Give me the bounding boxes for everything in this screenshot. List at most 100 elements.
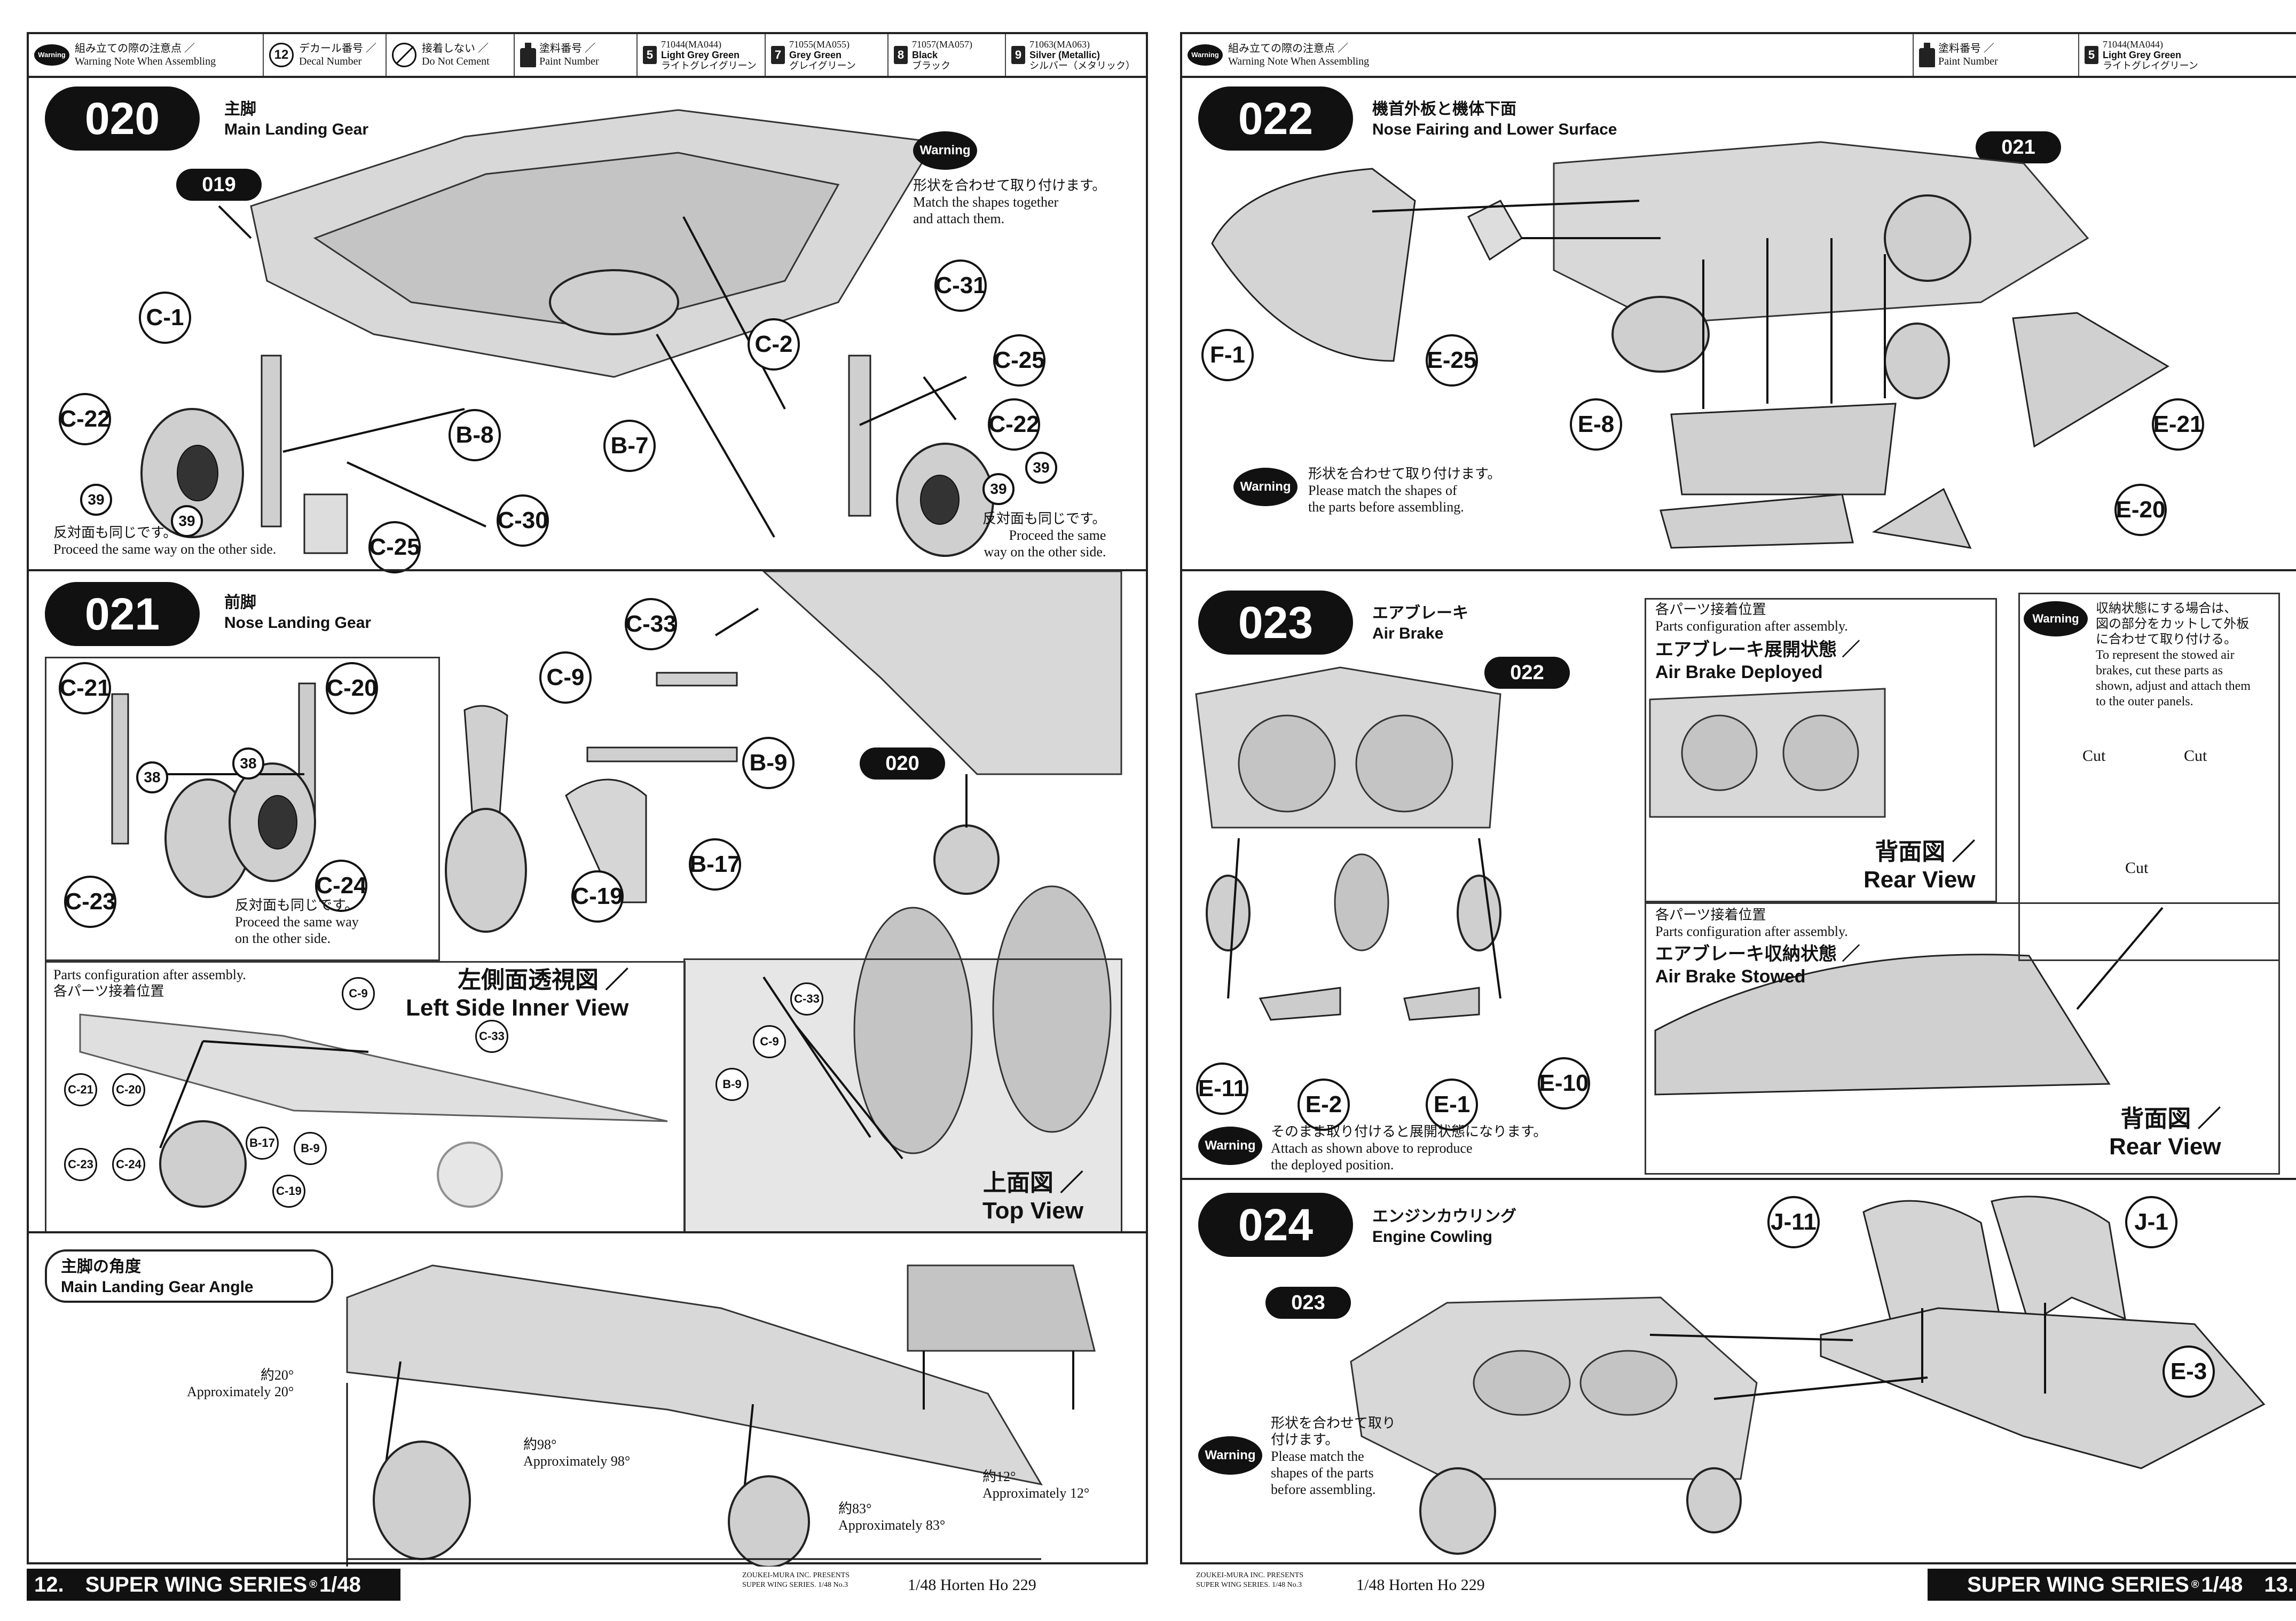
- angle-20: 約20°Approximately 20°: [187, 1367, 294, 1399]
- footer-model: 1/48 Horten Ho 229: [908, 1576, 1036, 1594]
- paint-bottle-icon: [1919, 43, 1935, 67]
- part-e-25: E-25: [1426, 334, 1478, 387]
- right-page: Warning 組み立ての際の注意点 ／Warning Note When As…: [1180, 0, 2296, 1621]
- warning-icon: Warning: [34, 44, 69, 66]
- footer-series-bar: 12. SUPER WING SERIES®1/48: [27, 1569, 400, 1601]
- part-c-1: C-1: [139, 292, 191, 344]
- legend-no-cement: 接着しない ／Do Not Cement: [387, 34, 515, 76]
- decal-39: 39: [80, 484, 112, 516]
- decal-39: 39: [1025, 452, 1057, 484]
- part-c-33: C-33: [625, 598, 677, 650]
- footer-series-bar: SUPER WING SERIES®1/48 13.: [1928, 1569, 2296, 1601]
- part-b-9: B-9: [742, 737, 795, 789]
- legend-paint-9: 9 71063(MA063)Silver (Metallic)シルバー（メタリッ…: [1006, 34, 1146, 76]
- config-note: Parts configuration after assembly.各パーツ接…: [53, 967, 246, 999]
- legend-warning: Warning 組み立ての際の注意点 ／Warning Note When As…: [29, 34, 264, 76]
- legend-warning: Warning 組み立ての際の注意点 ／Warning Note When As…: [1182, 34, 1914, 76]
- other-side-note: 反対面も同じです。 Proceed the same way on the ot…: [235, 898, 359, 946]
- nose-fairing-illustration: [1211, 141, 2169, 549]
- stowed-label: エアブレーキ収納状態 ／Air Brake Stowed: [1655, 944, 1860, 987]
- warning-icon: Warning: [1188, 44, 1223, 66]
- part-c-9: C-9: [539, 651, 592, 704]
- legend-decal: 12 デカール番号 ／Decal Number: [264, 34, 387, 76]
- gear-angle-section: 主脚の角度 Main Landing Gear Angle 約20°Approx…: [27, 1231, 1148, 1567]
- part-c-31: C-31: [934, 259, 987, 312]
- rear-view-label: 背面図 ／Rear View: [2109, 1106, 2221, 1160]
- ref-step-019: 019: [176, 169, 262, 201]
- part-c-20: C-20: [326, 662, 378, 714]
- legend-bar: Warning 組み立ての際の注意点 ／Warning Note When As…: [1180, 32, 2296, 78]
- part-c-24: C-24: [112, 1148, 145, 1181]
- footer: 12. SUPER WING SERIES®1/48 ZOUKEI-MURA I…: [27, 1569, 1148, 1601]
- warning-icon: Warning: [913, 131, 977, 170]
- part-c-19: C-19: [272, 1175, 305, 1208]
- cut-label: Cut: [2082, 747, 2106, 765]
- part-c-24: C-24: [315, 860, 367, 912]
- part-c-9: C-9: [753, 1025, 786, 1058]
- cut-label: Cut: [2184, 747, 2207, 765]
- air-brake-illustration: [1195, 666, 2164, 1096]
- warning-icon: Warning: [2024, 601, 2088, 636]
- decal-38: 38: [232, 747, 264, 780]
- part-b-17: B-17: [246, 1127, 279, 1160]
- part-c-22: C-22: [59, 393, 111, 445]
- warning-note: 形状を合わせて取り付けます。 Match the shapes together…: [913, 178, 1106, 226]
- wheel-subassembly-box: [45, 657, 440, 961]
- part-c-19: C-19: [571, 870, 624, 923]
- engine-cowling-illustration: [1350, 1195, 2266, 1555]
- angle-83: 約83°Approximately 83°: [838, 1501, 946, 1533]
- decal-number-icon: 12: [269, 43, 294, 67]
- stow-note: 収納状態にする場合は、 図の部分をカットして外板 に合わせて取り付ける。 To …: [2096, 602, 2251, 709]
- legend-paint: 塗料番号 ／Paint Number: [1914, 34, 2079, 76]
- legend-bar: Warning 組み立ての際の注意点 ／Warning Note When As…: [27, 32, 1148, 78]
- part-e-10: E-10: [1538, 1057, 1590, 1109]
- stowed-box: [1645, 902, 2280, 1175]
- part-b-8: B-8: [449, 409, 501, 461]
- part-c-23: C-23: [64, 876, 116, 928]
- paint-bottle-icon: [520, 43, 536, 67]
- part-c-33: C-33: [790, 982, 823, 1016]
- part-b-9: B-9: [294, 1132, 327, 1165]
- inner-view-label: 左側面透視図 ／Left Side Inner View: [406, 967, 629, 1021]
- deploy-note: そのまま取り付けると展開状態になります。 Attach as shown abo…: [1271, 1124, 1547, 1173]
- part-c-22-right: C-22: [988, 398, 1040, 451]
- part-b-17: B-17: [689, 838, 741, 891]
- legend-paint: 塗料番号 ／Paint Number: [515, 34, 638, 76]
- step-number: 023: [1198, 591, 1353, 655]
- part-c-33: C-33: [475, 1020, 508, 1053]
- part-c-23: C-23: [64, 1148, 97, 1181]
- ref-step-020: 020: [860, 747, 945, 780]
- warning-note: 形状を合わせて取り 付けます。 Please match the shapes …: [1271, 1415, 1396, 1497]
- angle-98: 約98°Approximately 98°: [523, 1437, 631, 1469]
- footer-model: 1/48 Horten Ho 229: [1356, 1576, 1485, 1594]
- decal-38: 38: [136, 761, 168, 793]
- part-c-21: C-21: [64, 1073, 97, 1106]
- warning-icon: Warning: [1198, 1127, 1262, 1165]
- no-cement-icon: [392, 43, 416, 67]
- gear-angle-illustration: [346, 1264, 1096, 1567]
- part-e-21: E-21: [2152, 398, 2204, 451]
- part-c-30: C-30: [497, 494, 549, 547]
- part-c-21: C-21: [59, 662, 111, 714]
- warning-note: 形状を合わせて取り付けます。 Please match the shapes o…: [1308, 466, 1501, 515]
- step-number: 021: [45, 582, 200, 646]
- other-side-note: 反対面も同じです。 Proceed the same way on the ot…: [982, 511, 1106, 560]
- part-e-3: E-3: [2163, 1345, 2215, 1398]
- decal-39: 39: [171, 505, 203, 537]
- part-e-1: E-1: [1426, 1079, 1478, 1131]
- cut-label: Cut: [2125, 859, 2149, 877]
- deployed-box: [1645, 598, 1997, 902]
